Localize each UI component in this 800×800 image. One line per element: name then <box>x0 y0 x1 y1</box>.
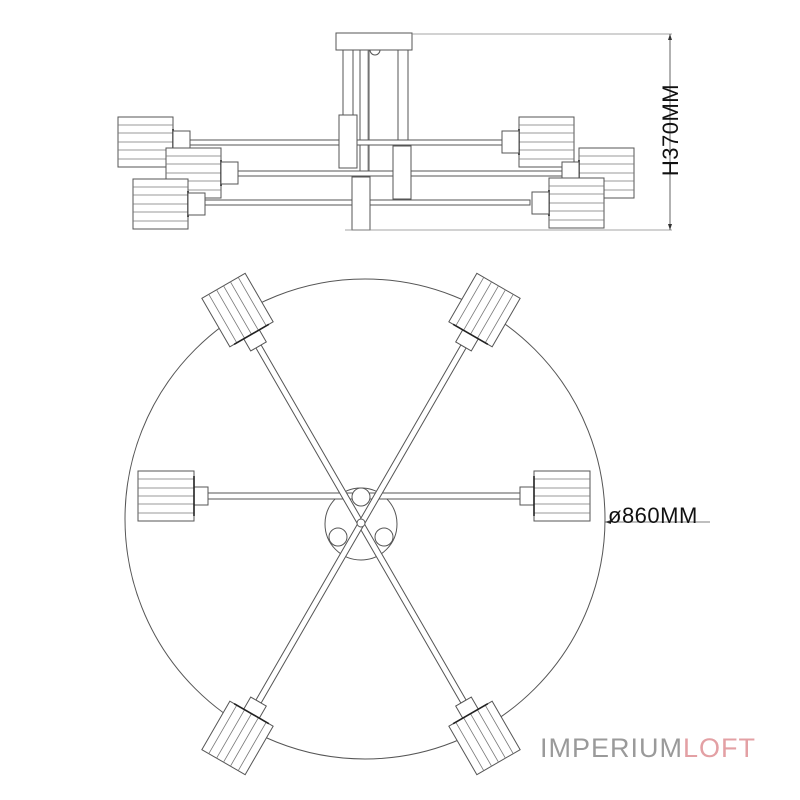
brand-logo: IMPERIUMLOFT <box>540 733 756 764</box>
side-elevation-view <box>117 32 672 231</box>
diameter-dimension-label: ø860MM <box>608 503 698 528</box>
top-plan-view <box>124 272 710 776</box>
arm-hub-2 <box>392 145 412 200</box>
arm-hub-1 <box>338 114 358 169</box>
outer-diameter-circle <box>124 278 606 760</box>
canopy <box>335 32 413 51</box>
height-dimension-line <box>345 33 672 231</box>
arm-hub-3 <box>351 176 371 231</box>
brand-logo-part2: LOFT <box>683 733 757 763</box>
height-dimension-label: H370MM <box>658 83 683 177</box>
brand-logo-part1: IMPERIUM <box>540 733 683 763</box>
diameter-dimension-line <box>605 520 710 524</box>
